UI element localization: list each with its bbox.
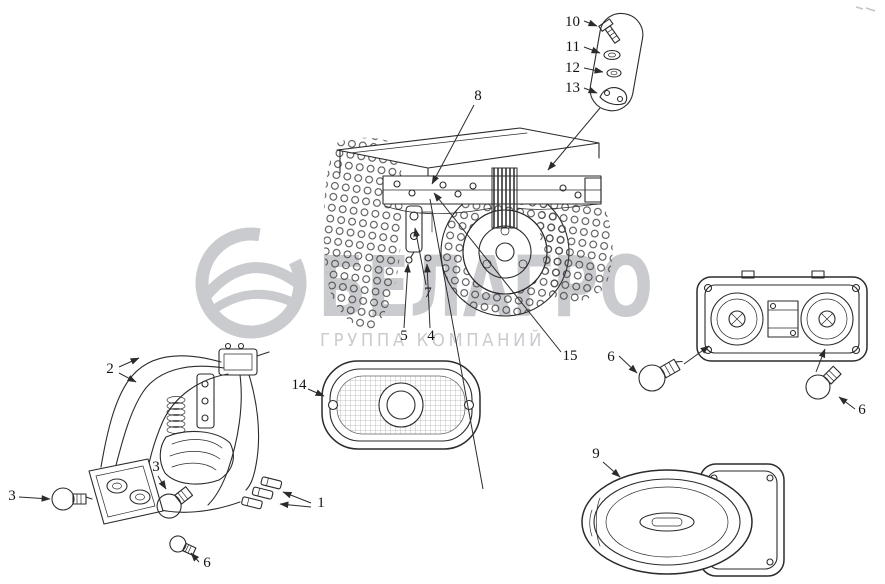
callout-2: 2 bbox=[106, 361, 114, 377]
watermark-subtitle: ГРУППА КОМПАНИЙ bbox=[320, 329, 545, 351]
protective-cover bbox=[159, 430, 234, 485]
wiring-harness bbox=[51, 342, 283, 556]
connector-plugs bbox=[241, 476, 283, 510]
callout-7: 7 bbox=[424, 285, 432, 301]
callout-1: 1 bbox=[317, 495, 325, 511]
callout-5: 5 bbox=[400, 328, 408, 344]
callout-10: 10 bbox=[565, 14, 580, 30]
lamp-base-plate bbox=[88, 458, 164, 525]
bolt-10 bbox=[598, 18, 621, 44]
mud-flap-strip bbox=[491, 167, 518, 229]
callout-6-bottom: 6 bbox=[203, 555, 211, 571]
bulb-6-right bbox=[805, 365, 842, 400]
callout-13: 13 bbox=[565, 80, 580, 96]
callout-6-mid: 6 bbox=[607, 349, 615, 365]
callout-6-right: 6 bbox=[858, 402, 866, 418]
callout-9: 9 bbox=[592, 446, 600, 462]
right-mudflap bbox=[539, 188, 613, 302]
callout-4: 4 bbox=[427, 328, 435, 344]
callout-15: 15 bbox=[563, 348, 578, 364]
watermark-logo-ring bbox=[195, 227, 307, 339]
insert-arrow-right bbox=[815, 348, 826, 373]
rear-lamp-9 bbox=[581, 463, 785, 577]
tail-lamp-assembly bbox=[696, 270, 868, 362]
bulb-6-bottom bbox=[169, 535, 197, 556]
watermark-logo-leaf2 bbox=[213, 289, 294, 312]
callout-3-left: 3 bbox=[8, 488, 16, 504]
lamp-housing-14 bbox=[321, 360, 481, 450]
callout-3-mid: 3 bbox=[152, 459, 160, 475]
callout-14: 14 bbox=[292, 377, 308, 393]
truck-rear-illustration bbox=[323, 127, 613, 331]
washer-11 bbox=[603, 49, 621, 61]
bulb-6-mid bbox=[638, 358, 683, 392]
callout-12: 12 bbox=[565, 60, 580, 76]
bulb-3-mid bbox=[156, 486, 194, 519]
fastener-capsule bbox=[589, 12, 644, 112]
corner-mark bbox=[855, 6, 876, 12]
washer-12 bbox=[606, 68, 622, 78]
bulb-3-left bbox=[51, 487, 93, 511]
leader-lines bbox=[18, 19, 856, 563]
callout-8: 8 bbox=[474, 88, 482, 104]
mounting-bracket bbox=[196, 373, 215, 429]
callout-11: 11 bbox=[566, 39, 580, 55]
watermark-logo-leaf bbox=[201, 262, 303, 300]
insert-arrow-mid bbox=[683, 345, 710, 365]
callout-labels: 10 11 12 13 8 7 5 4 15 6 2 14 3 3 1 6 9 … bbox=[8, 14, 866, 571]
clamp-13 bbox=[599, 87, 628, 106]
